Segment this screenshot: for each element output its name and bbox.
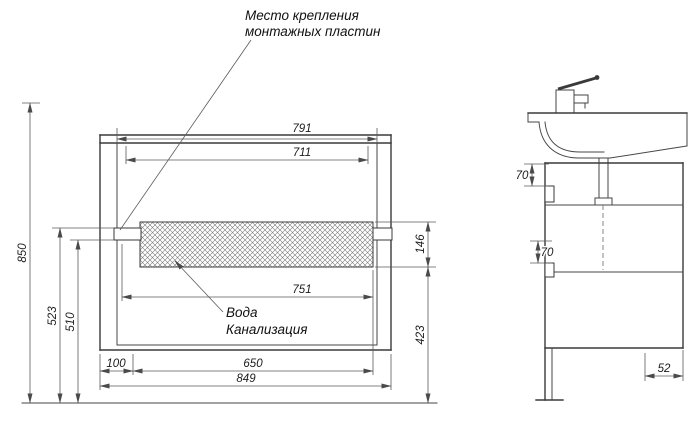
right-mounting-bracket [372, 227, 393, 241]
dim-width-751: 751 [121, 244, 374, 375]
side-view: 70 70 52 [514, 75, 688, 401]
dim-label-850: 850 [17, 243, 29, 263]
dim-label-849: 849 [236, 373, 256, 385]
dim-width-791: 791 [116, 122, 378, 143]
upper-wall-bracket [544, 185, 555, 203]
front-cabinet [99, 134, 392, 351]
faucet-spout [573, 94, 589, 104]
basin-bowl-outer [538, 121, 688, 159]
faucet-lever-knob [594, 75, 600, 80]
side-cabinet [535, 162, 684, 401]
dim-height-510: 510 [64, 239, 114, 404]
dim-label-523: 523 [47, 306, 59, 326]
faucet-body [555, 89, 575, 114]
washbasin [527, 112, 688, 206]
dim-label-711: 711 [293, 147, 311, 159]
utilities-text-line1: Вода [226, 305, 258, 320]
utilities-text-line2: Канализация [226, 322, 307, 337]
utilities-leader-line [174, 260, 224, 313]
basin-bowl-inner [544, 121, 605, 153]
dim-side-70-upper: 70 [514, 163, 549, 187]
dim-label-52: 52 [658, 363, 671, 375]
note-text-line2: монтажных пластин [245, 24, 381, 39]
dim-width-711: 711 [125, 146, 369, 164]
dim-height-423: 423 [414, 266, 431, 404]
dim-side-52: 52 [644, 350, 684, 381]
dim-label-791: 791 [292, 123, 311, 135]
dim-label-510: 510 [65, 312, 77, 332]
dim-label-146: 146 [415, 234, 427, 254]
note-text-line1: Место крепления [245, 8, 359, 23]
front-view: 791 711 751 146 423 [16, 7, 438, 404]
faucet-lever [557, 76, 597, 91]
dim-label-650: 650 [243, 358, 263, 370]
dim-height-850: 850 [16, 102, 40, 404]
dim-label-70-upper: 70 [516, 170, 529, 182]
dim-bottom-row: 100 650 849 [99, 354, 392, 390]
dim-label-70-lower: 70 [541, 247, 554, 259]
left-mounting-bracket [113, 227, 142, 241]
dim-label-751: 751 [292, 284, 311, 296]
dim-height-146: 146 [375, 221, 436, 268]
dim-label-423: 423 [415, 325, 427, 345]
mounting-note: Место крепления монтажных пластин [119, 7, 382, 231]
dim-side-70-lower: 70 [530, 240, 555, 264]
dim-label-100: 100 [106, 358, 126, 370]
lower-wall-bracket [544, 262, 555, 278]
note-leader-line [119, 39, 252, 231]
drain-trap [594, 197, 613, 206]
faucet [555, 75, 600, 114]
mounting-plate-zone [139, 221, 374, 268]
utilities-note: Вода Канализация [174, 260, 309, 339]
dim-height-523: 523 [46, 227, 114, 404]
